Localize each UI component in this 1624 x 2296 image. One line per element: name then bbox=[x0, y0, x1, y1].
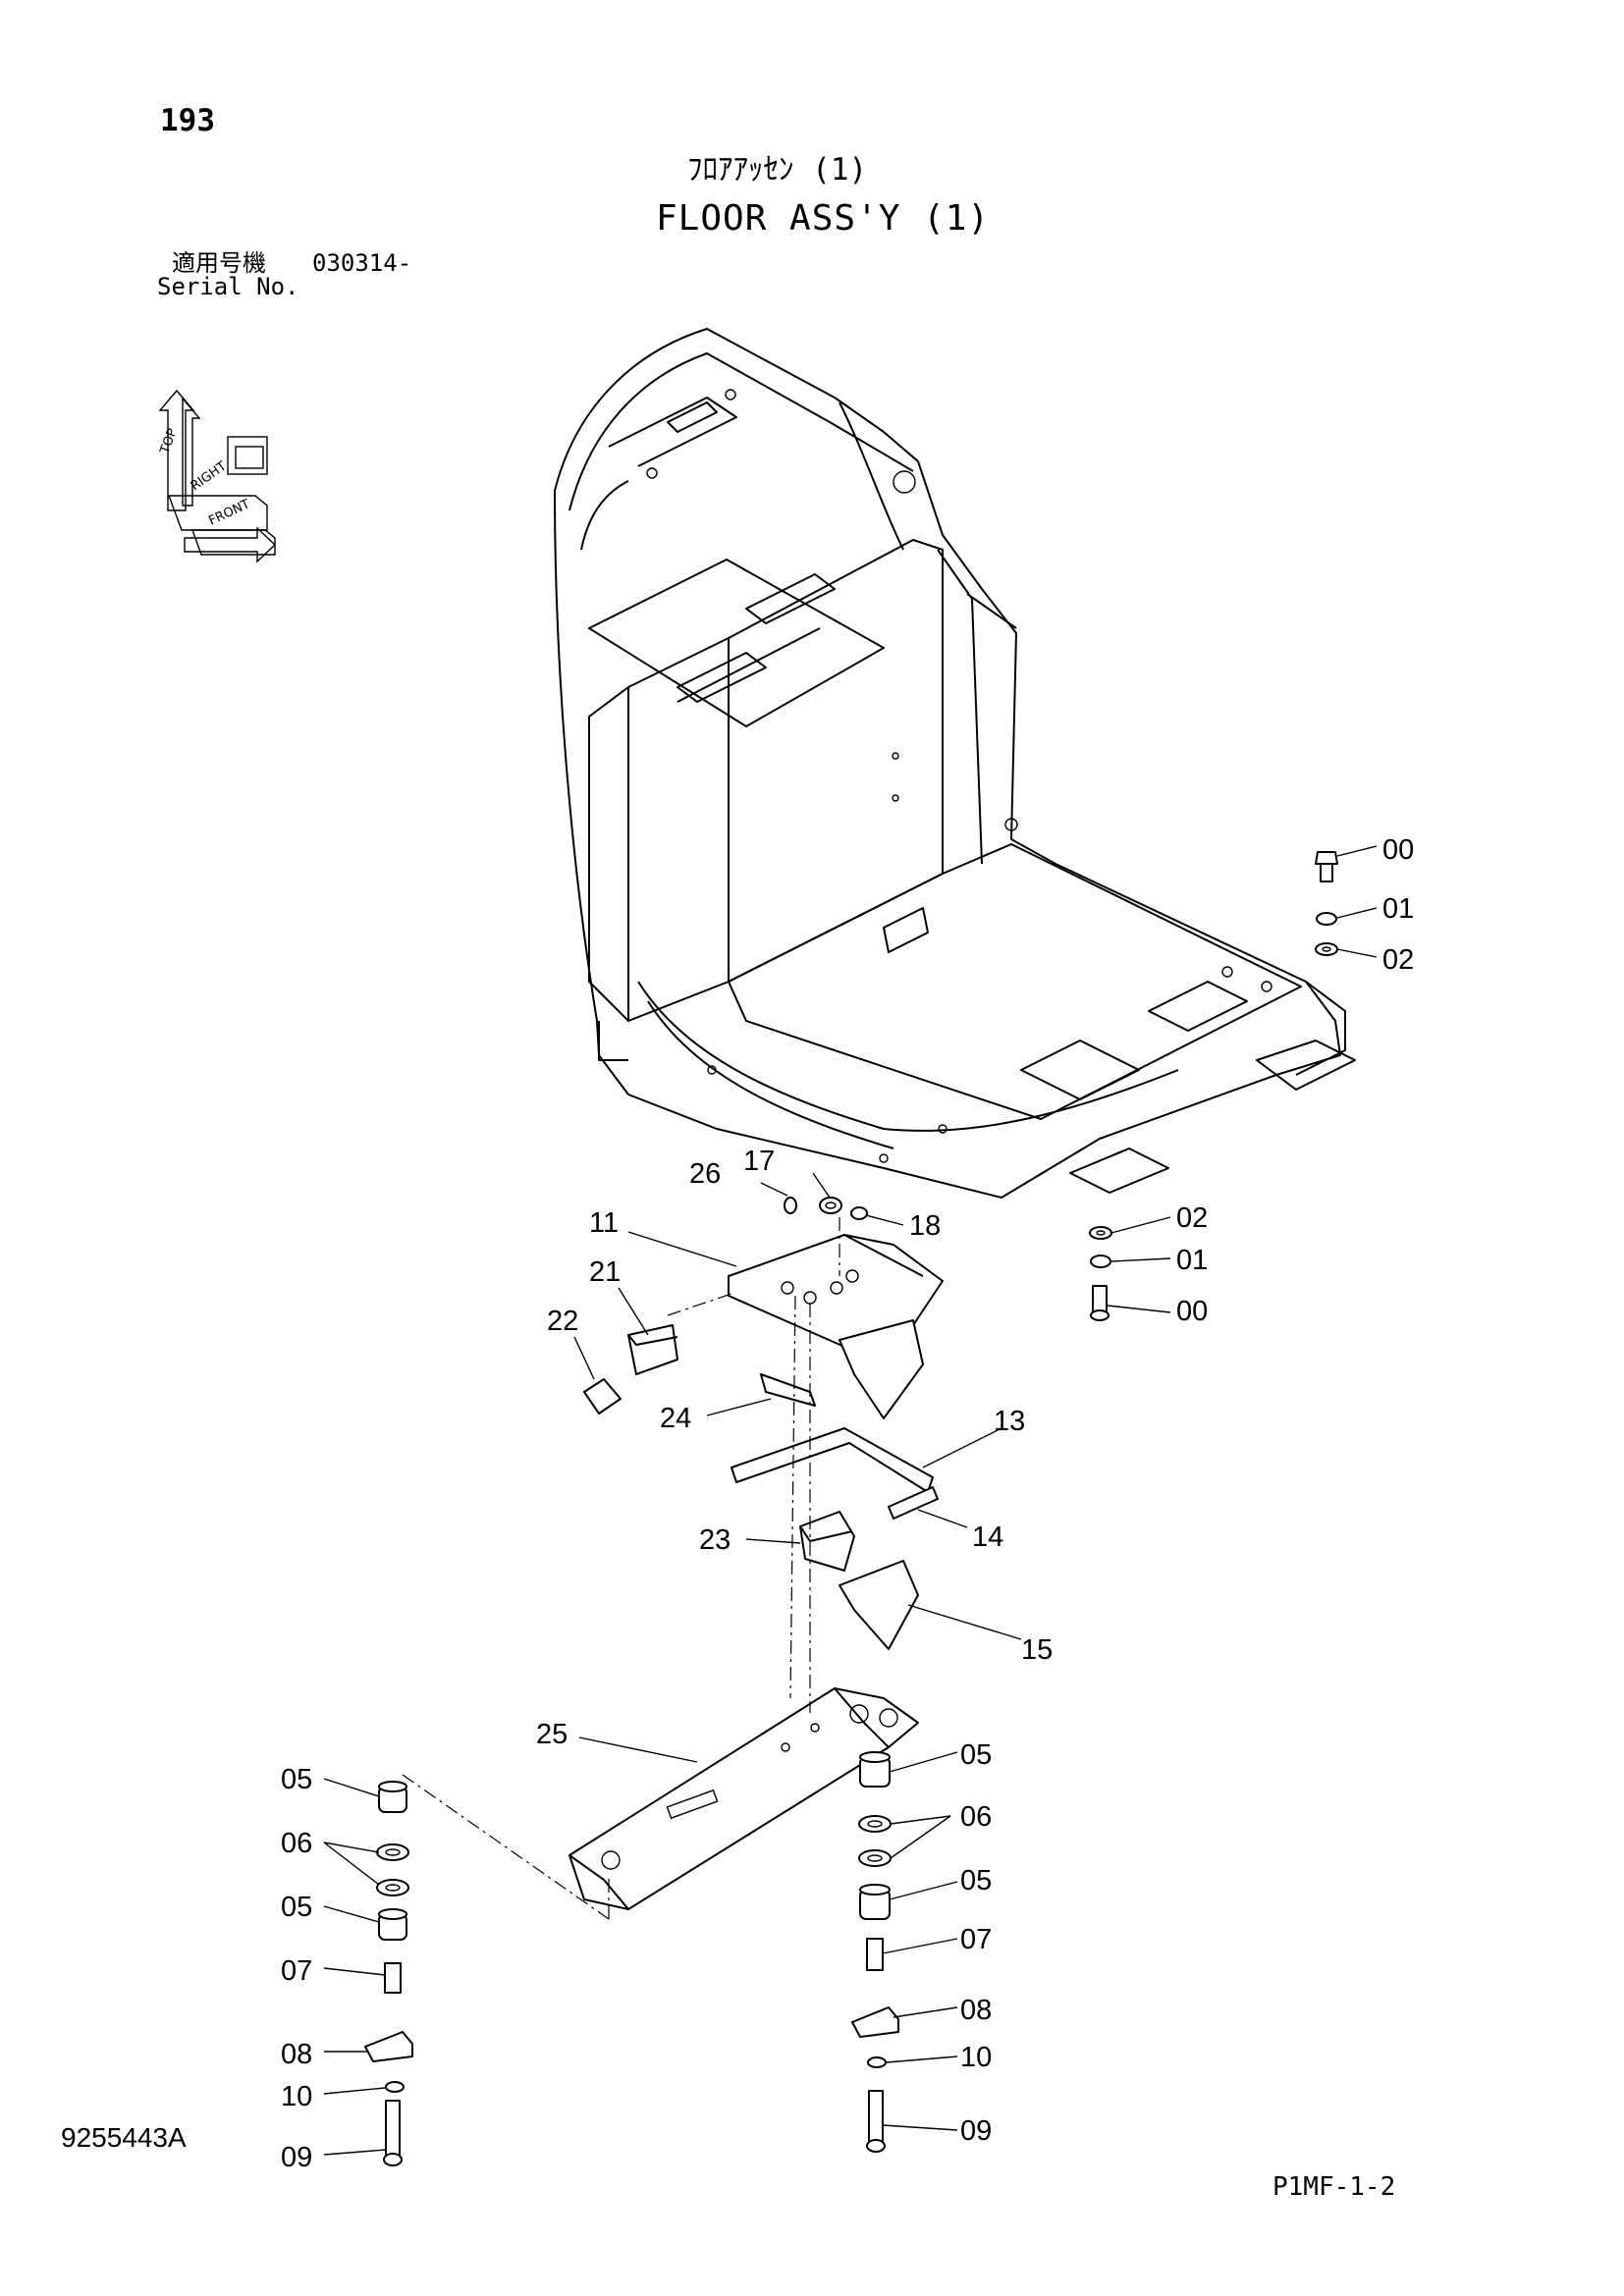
callout-06: 06 bbox=[281, 1828, 312, 1859]
callout-05: 05 bbox=[281, 1764, 312, 1795]
document-number: 9255443A bbox=[61, 2122, 187, 2153]
serial-label: Serial No. bbox=[157, 273, 299, 300]
serial-label-japanese: 適用号機 bbox=[172, 249, 266, 277]
callout-00: 00 bbox=[1382, 834, 1414, 866]
callout-22: 22 bbox=[547, 1306, 578, 1337]
mount-stack-left bbox=[364, 1781, 413, 2166]
callout-15: 15 bbox=[1021, 1634, 1053, 1666]
block-parts bbox=[583, 1324, 939, 1650]
callout-14: 14 bbox=[972, 1522, 1003, 1553]
callout-23: 23 bbox=[699, 1524, 731, 1556]
leader-lines bbox=[323, 845, 1378, 2156]
serial-number-value: 030314- bbox=[312, 249, 412, 277]
callout-labels: 00 01 02 02 01 00 26 17 18 11 21 22 24 1… bbox=[281, 834, 1414, 2173]
callout-00: 00 bbox=[1176, 1296, 1208, 1327]
callout-25: 25 bbox=[536, 1719, 568, 1750]
callout-21: 21 bbox=[589, 1256, 621, 1288]
callout-08: 08 bbox=[281, 2039, 312, 2070]
page-title: FLOOR ASS'Y (1) bbox=[656, 198, 991, 239]
callout-08: 08 bbox=[960, 1995, 992, 2026]
floor-frame bbox=[554, 328, 1356, 1199]
title-japanese: ﾌﾛｱｱｯｾﾝ (1) bbox=[687, 152, 868, 187]
callout-07: 07 bbox=[960, 1924, 992, 1955]
callout-26: 26 bbox=[689, 1158, 721, 1190]
callout-02: 02 bbox=[1176, 1202, 1208, 1234]
callout-10: 10 bbox=[960, 2042, 992, 2073]
page-number: 193 bbox=[160, 103, 215, 138]
callout-05: 05 bbox=[960, 1739, 992, 1771]
callout-01: 01 bbox=[1382, 893, 1414, 925]
orientation-label-right: RIGHT bbox=[189, 459, 230, 495]
callout-13: 13 bbox=[994, 1406, 1025, 1437]
bracket-part bbox=[728, 1234, 944, 1419]
callout-01: 01 bbox=[1176, 1245, 1208, 1276]
callout-06: 06 bbox=[960, 1801, 992, 1833]
small-hardware bbox=[784, 1197, 868, 1220]
callout-09: 09 bbox=[960, 2115, 992, 2147]
orientation-label-top: TOP bbox=[157, 427, 180, 457]
base-plate bbox=[568, 1687, 919, 1910]
callout-18: 18 bbox=[909, 1210, 941, 1242]
callout-10: 10 bbox=[281, 2081, 312, 2112]
callout-05: 05 bbox=[960, 1865, 992, 1896]
orientation-label-front: FRONT bbox=[206, 497, 252, 528]
page-code: P1MF-1-2 bbox=[1272, 2172, 1396, 2202]
callout-24: 24 bbox=[660, 1403, 691, 1434]
callout-02: 02 bbox=[1382, 944, 1414, 976]
callout-11: 11 bbox=[589, 1207, 619, 1239]
callout-09: 09 bbox=[281, 2142, 312, 2173]
mount-stack-right bbox=[851, 1751, 899, 2153]
callout-17: 17 bbox=[743, 1146, 775, 1177]
bolt-stack-upper bbox=[1315, 851, 1338, 956]
alignment-lines bbox=[402, 1217, 840, 1920]
callout-05: 05 bbox=[281, 1892, 312, 1923]
orientation-icon: TOP RIGHT FRONT bbox=[157, 389, 277, 563]
callout-07: 07 bbox=[281, 1955, 312, 1987]
